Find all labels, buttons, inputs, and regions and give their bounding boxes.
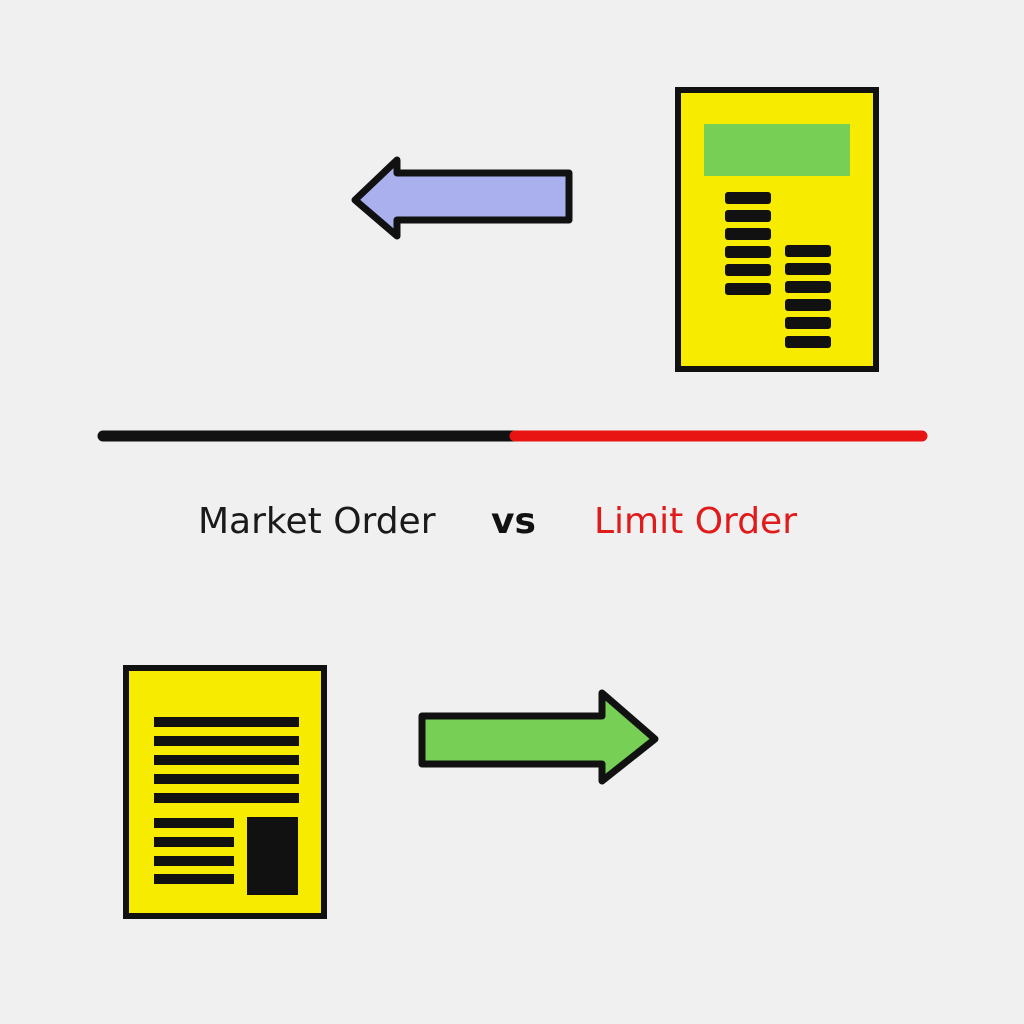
bar-segment [785,317,831,329]
bar-segment [725,210,771,222]
bar-segment [725,192,771,204]
bar-stack-left [725,192,771,295]
text-line [154,837,234,847]
text-line [154,874,234,884]
versus-label: vs [491,501,536,542]
bar-segment [725,264,771,276]
text-line [154,774,299,784]
text-line [154,793,299,803]
text-line [154,818,234,828]
arrow-left-icon [351,156,573,240]
bar-segment [785,245,831,257]
bar-segment [785,336,831,348]
bar-segment [725,246,771,258]
arrow-right-icon [418,689,659,785]
comparison-labels: Market Order vs Limit Order [0,494,1024,550]
bar-segment [725,283,771,295]
text-line [154,717,299,727]
bar-segment [725,228,771,240]
text-lines [154,717,299,884]
text-line [154,755,299,765]
image-block [247,817,298,895]
text-line [154,736,299,746]
bar-stack-right [785,245,831,348]
text-line [154,856,234,866]
document-with-text-lines-icon [123,665,327,919]
limit-order-label: Limit Order [594,501,797,542]
document-with-stacked-bars-icon [675,87,879,372]
document-header-bar [704,124,850,176]
bar-segment [785,263,831,275]
bar-segment [785,281,831,293]
market-order-label: Market Order [198,501,436,542]
bar-segment [785,299,831,311]
